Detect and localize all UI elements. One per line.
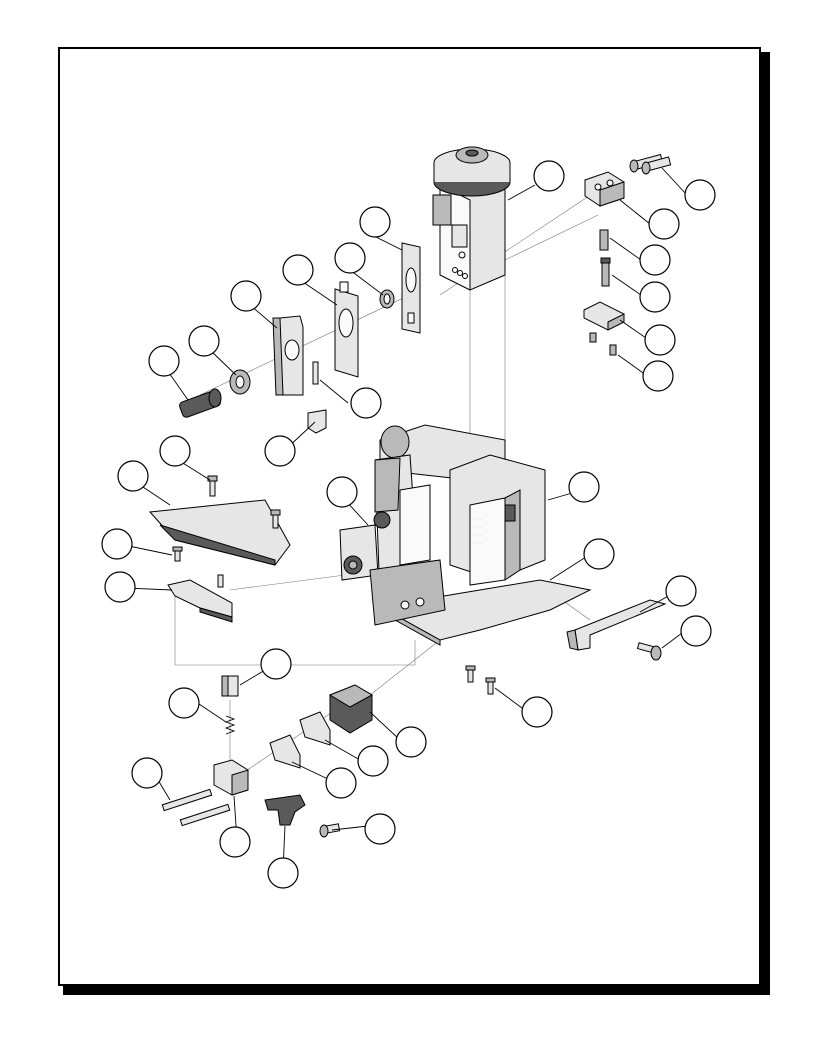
main-assembly: · · · · · · · · · · · · · · · · (339, 424, 592, 695)
svg-text:· · · ·: · · · · (476, 533, 483, 537)
callout-bubble (639, 281, 671, 313)
clamp-assembly (583, 153, 672, 356)
callout-bubble (357, 745, 389, 777)
callout-bubble (168, 687, 200, 719)
callout-bubble (230, 280, 262, 312)
callout-bubble (117, 460, 149, 492)
callout-bubble (359, 206, 391, 238)
callout-bubble (325, 767, 357, 799)
callout-bubble (350, 387, 382, 419)
callout-bubble (101, 528, 133, 560)
callout-bubbles (101, 160, 716, 889)
callout-bubble (364, 813, 396, 845)
svg-text:· · · ·: · · · · (476, 541, 483, 545)
callout-bubble (260, 648, 292, 680)
callout-bubble (644, 324, 676, 356)
spring-icon (224, 715, 236, 735)
callout-bubble (583, 538, 615, 570)
callout-bubble (264, 435, 296, 467)
bracket-and-bolt (566, 599, 667, 661)
callout-bubble (684, 179, 716, 211)
callout-bubble (159, 435, 191, 467)
svg-text:· · · ·: · · · · (476, 517, 483, 521)
callout-bubble (188, 325, 220, 357)
callout-bubble (326, 476, 358, 508)
callout-bubble (219, 826, 251, 858)
callout-bubble (533, 160, 565, 192)
callout-bubble (639, 244, 671, 276)
callout-bubble (568, 471, 600, 503)
callout-bubble (148, 345, 180, 377)
callout-bubble (267, 857, 299, 889)
lower-components (161, 675, 374, 838)
callout-bubble (665, 575, 697, 607)
callout-bubble (521, 696, 553, 728)
svg-text:· · · ·: · · · · (476, 525, 483, 529)
tray-and-cutter (148, 475, 291, 623)
callout-bubble (334, 242, 366, 274)
callout-bubble (680, 615, 712, 647)
callout-bubble (282, 254, 314, 286)
callout-bubble (648, 208, 680, 240)
callout-bubble (642, 360, 674, 392)
plates-and-washers (179, 242, 421, 434)
callout-bubble (395, 726, 427, 758)
micrometer-column (432, 146, 511, 291)
callout-bubble (131, 757, 163, 789)
callout-bubble (104, 571, 136, 603)
